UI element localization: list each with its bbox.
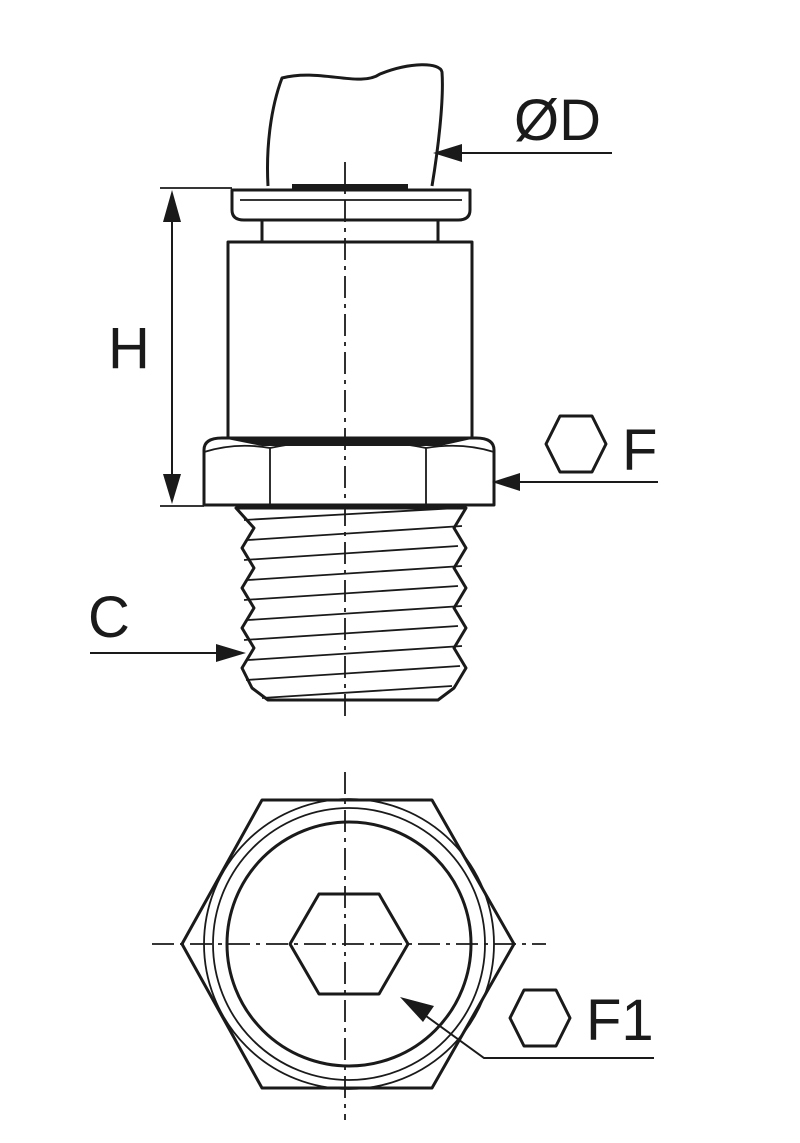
hex-nut-chamfer [222,438,476,446]
label-hex-wrench: F [622,418,657,483]
hex-nut-flat-right [425,444,495,505]
label-thread: C [88,585,130,650]
dimension-tube-diameter: ØD [433,88,612,162]
collet-ring-top-slot [292,184,408,190]
hex-nut-flat-left [203,444,271,505]
side-view [202,63,496,722]
top-view [152,772,546,1120]
fitting-body [226,240,474,440]
dimension-hex-wrench: F [492,414,658,491]
dimension-height: H [108,187,232,507]
thread-lines [243,507,463,699]
hex-nut [202,436,496,507]
label-tube-diameter: ØD [514,88,601,153]
collet-ring [230,188,472,222]
label-socket-hex: F1 [586,988,654,1053]
hex-nut-flat-center [269,439,427,449]
dimension-thread: C [88,585,246,662]
thread-profile [234,506,468,702]
collet-neck [260,218,440,244]
hexagon-icon [508,988,572,1048]
label-height: H [108,316,150,381]
tube [266,63,444,187]
hexagon-icon [544,414,608,474]
dimension-socket-hex: F1 [400,988,654,1059]
